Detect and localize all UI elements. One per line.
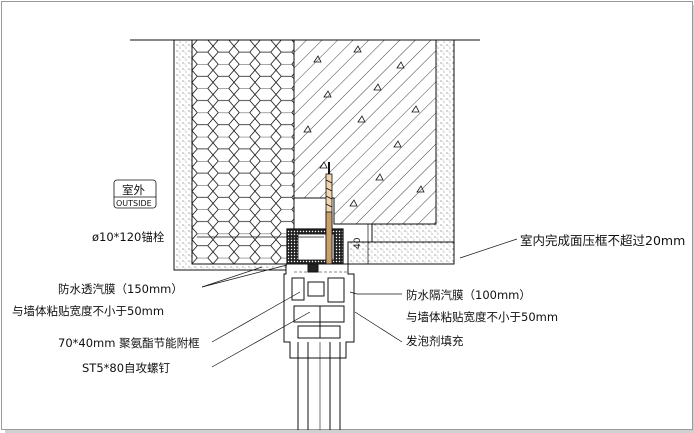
outside-label: 室外 OUTSIDE: [113, 179, 157, 209]
insulation-block: [191, 39, 295, 265]
outside-en: OUTSIDE: [116, 199, 152, 208]
anchor-bolt: [325, 162, 333, 265]
outside-cn: 室外: [122, 183, 145, 197]
window-profile: [283, 263, 355, 430]
concrete-wall: [293, 39, 437, 225]
leader-lines: [197, 236, 518, 368]
dimension-value: 40: [353, 237, 363, 249]
dimension-40: 40: [348, 223, 374, 265]
waterproof-membrane-label: 防水透汽膜（150mm）: [58, 282, 183, 296]
anchor-label: ø10*120锚栓: [92, 230, 165, 244]
wall-bond-right-label: 与墙体粘贴宽度不小于50mm: [406, 310, 558, 324]
screw-label: ST5*80自攻螺钉: [82, 361, 171, 375]
wall-bond-left-label: 与墙体粘贴宽度不小于50mm: [12, 304, 164, 318]
interior-frame-label: 室内完成面压框不超过20mm: [520, 233, 685, 248]
vapor-barrier-label: 防水隔汽膜（100mm）: [406, 288, 531, 302]
interior-plaster: [347, 39, 455, 265]
sub-frame-label: 70*40mm 聚氨酯节能附框: [58, 336, 200, 350]
sub-frame-block: [286, 228, 344, 266]
foam-label: 发泡剂填充: [406, 334, 464, 348]
